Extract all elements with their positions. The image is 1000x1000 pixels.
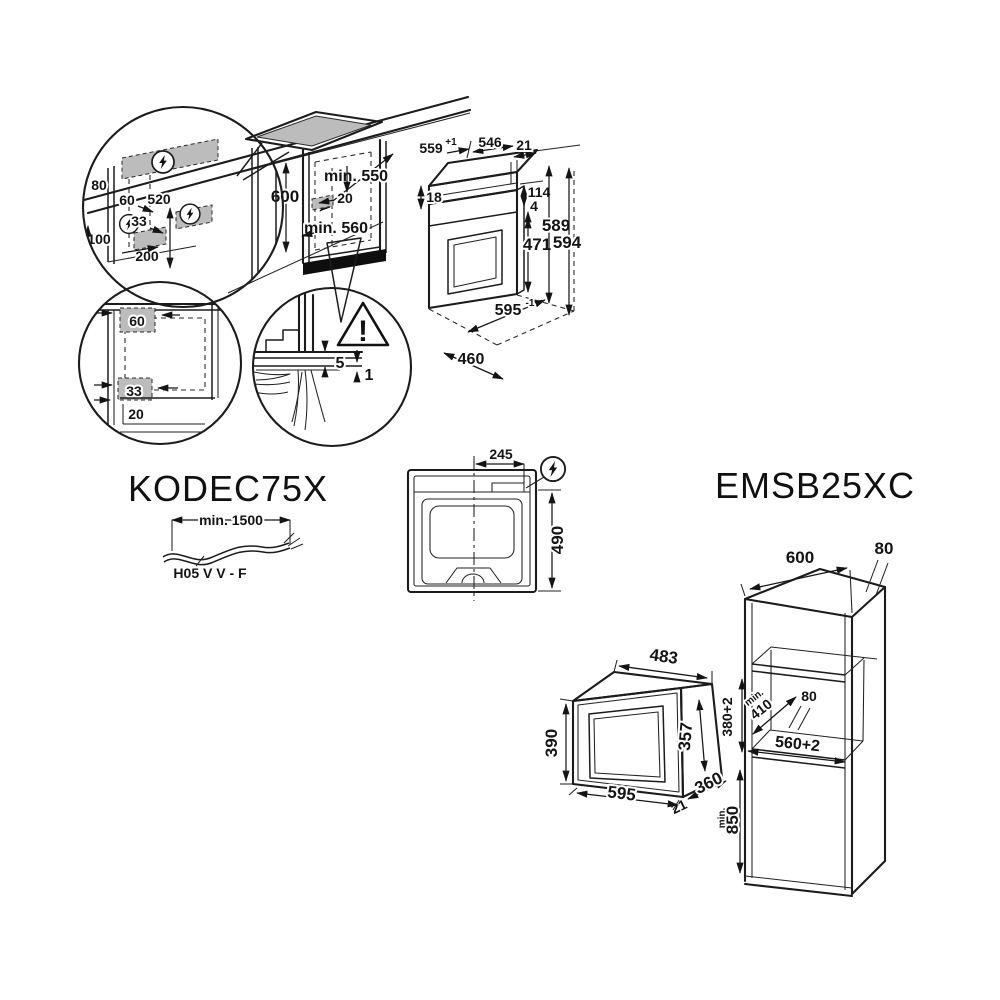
corner-zone-33	[117, 377, 153, 401]
dim-label-60: 60	[119, 192, 135, 208]
oven-rear-view: 245 490	[406, 444, 569, 601]
oven-niche: 600 min. 550 20 min. 560	[269, 138, 394, 275]
dim-label-460: 460	[458, 351, 485, 368]
dim-micro-body-width	[618, 663, 708, 681]
dim-micro-frame-width	[576, 790, 679, 808]
detail-circle-gap: 5 1 !	[251, 286, 413, 448]
dim-arrow-60	[137, 204, 154, 213]
countertop	[82, 95, 472, 215]
dim-label-595-tol: -1	[526, 298, 535, 309]
dim-arrow-559	[446, 147, 470, 155]
cable-type-label: H05 V V - F	[173, 565, 247, 581]
hob-cutout	[244, 110, 384, 152]
dim-label-oven-width: 559	[419, 140, 443, 156]
tall-cabinet-drawing: 600 80 380+2 min. 410 80 560+2 min. 850	[715, 537, 895, 898]
dim-cabinet-width	[749, 566, 848, 591]
dim-label-589: 589	[542, 216, 570, 235]
dim-label-390: 390	[542, 729, 561, 757]
dim-label-back-width: 546	[478, 134, 502, 150]
oven-door-window	[447, 229, 503, 295]
detail-circle-corner: 60 33 20	[77, 280, 243, 446]
dim-niche-width-560	[747, 748, 846, 765]
gap-detail-content: 5 1 !	[253, 292, 390, 431]
microwave-drawing: 483 390 357 360 21 595	[540, 643, 728, 819]
dim-label-5: 5	[336, 355, 345, 372]
dim-front-width-595	[467, 299, 546, 333]
dim-label-490: 490	[548, 526, 567, 554]
model-name-left: KODEC75X	[128, 468, 328, 509]
dim-label-c600: 600	[786, 548, 814, 567]
cabinet-shelf-upper	[751, 646, 878, 683]
dim-label-1: 1	[365, 367, 374, 384]
outlet-zone-low	[133, 226, 167, 251]
dim-micro-depth	[687, 780, 727, 800]
svg-text:!: !	[358, 315, 368, 348]
dim-label-595: 595	[495, 302, 522, 319]
dim-label-niche-height: 600	[271, 187, 299, 206]
cable-detail: min. 1500 H05 V V - F	[162, 510, 304, 583]
dim-gap-21	[513, 151, 537, 159]
dim-label-niche-depth-bottom: min. 560	[304, 220, 368, 237]
floor-line	[227, 221, 384, 294]
dim-label-20: 20	[337, 190, 353, 206]
dim-micro-body-height	[696, 699, 708, 772]
dim-label-c60: 60	[129, 313, 145, 329]
dim-label-cable-length: min. 1500	[199, 512, 263, 528]
detail-circle-outlets: 80 60 520 33 100 200	[81, 105, 285, 309]
model-name-right: EMSB25XC	[715, 465, 915, 506]
dim-label-100: 100	[87, 231, 111, 247]
dim-label-min2: min.	[717, 808, 728, 829]
dim-label-594: 594	[553, 233, 582, 252]
dim-arrow-33	[149, 225, 164, 234]
terminal-box	[491, 482, 525, 493]
dim-label-471: 471	[523, 235, 551, 254]
dim-label-33: 33	[131, 213, 147, 229]
dim-label-niche-depth-top: min. 550	[324, 168, 388, 185]
dim-niche-depth-410	[752, 696, 797, 735]
plinth-strip	[303, 249, 386, 275]
dim-back-width	[472, 143, 514, 155]
warning-icon: !	[336, 301, 390, 348]
dim-arrow-20	[318, 197, 335, 205]
wood-grain	[253, 369, 326, 431]
dim-label-rear-gap: 80	[875, 539, 894, 558]
dim-label-483: 483	[648, 645, 679, 668]
dim-label-850: 850	[723, 806, 742, 834]
oven-drawing: 559 +1 546 21 18 114 4 471 589 594 595 -…	[417, 132, 584, 380]
dim-label-oven-width-tol: +1	[445, 137, 457, 148]
dim-label-m21: 21	[668, 796, 689, 817]
dim-arrow-560	[301, 229, 315, 237]
corner-zone-60	[119, 307, 156, 333]
dim-label-80: 80	[91, 177, 107, 193]
dim-label-245: 245	[489, 446, 513, 462]
dim-label-m595: 595	[606, 782, 636, 804]
dim-label-357: 357	[675, 722, 696, 752]
dim-label-4: 4	[530, 198, 538, 214]
dim-label-c33: 33	[126, 383, 142, 399]
dim-label-380: 380+2	[719, 697, 735, 737]
dim-label-21: 21	[516, 137, 532, 153]
dim-label-520: 520	[147, 191, 171, 207]
cable-wave	[162, 532, 304, 566]
detail-circle-a-outline	[81, 105, 285, 309]
dim-label-c20: 20	[128, 406, 144, 422]
corner-detail-content: 60 33 20	[94, 302, 224, 433]
dim-label-18: 18	[426, 189, 442, 205]
dim-depth-460	[443, 352, 504, 380]
outlet-detail-content: 80 60 520 33 100 200	[83, 138, 277, 297]
dim-200	[121, 245, 159, 254]
dim-label-vent-80: 80	[801, 688, 817, 704]
gap-callout-wedge	[326, 237, 362, 323]
